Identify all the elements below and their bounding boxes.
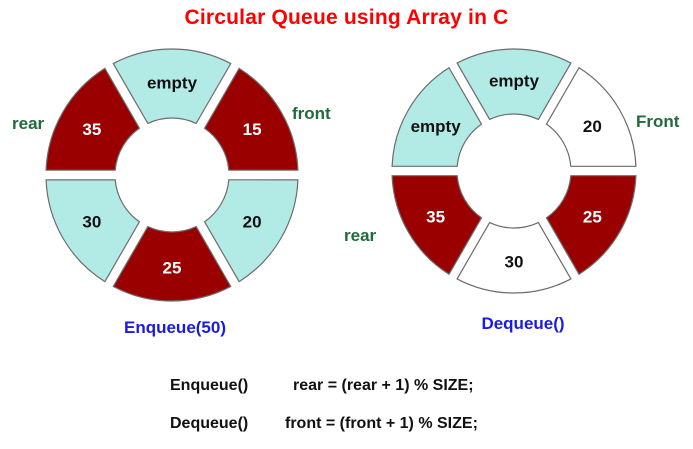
left-queue-slot-3: [112, 225, 232, 302]
left-queue-slot-1-value: 15: [243, 120, 262, 139]
enqueue-formula-op: Enqueue(): [170, 377, 249, 394]
left-queue-slot-0-value: empty: [147, 74, 198, 93]
left-queue-slot-3-value: 25: [163, 259, 182, 278]
right-queue-slot-3: [456, 221, 572, 294]
right-queue-slot-4-value: 35: [426, 207, 445, 226]
left-rear-pointer-label: rear: [12, 114, 45, 133]
right-queue-slot-0-value: empty: [489, 72, 540, 91]
enqueue-operation-caption: Enqueue(50): [124, 318, 226, 337]
left-queue-slot-4: [45, 179, 141, 283]
page-title: Circular Queue using Array in C: [184, 6, 509, 29]
dequeue-operation-caption: Dequeue(): [481, 314, 564, 333]
right-rear-pointer-label: rear: [344, 226, 377, 245]
right-queue-slot-0: [456, 48, 572, 121]
left-front-pointer-label: front: [292, 104, 331, 123]
right-queue-slot-4: [391, 175, 483, 276]
left-queue-slot-4-value: 30: [82, 212, 101, 231]
right-queue-slot-5-value: empty: [411, 117, 462, 136]
left-queue-ring: empty 15 20 25 30 35: [45, 48, 299, 302]
right-queue-ring: empty 20 25 30 35 empty: [391, 48, 637, 294]
left-queue-slot-2-value: 20: [243, 212, 262, 231]
right-queue-slot-2-value: 25: [583, 207, 602, 226]
left-queue-slot-1: [203, 67, 299, 171]
dequeue-formula-expr: front = (front + 1) % SIZE;: [285, 415, 478, 432]
right-queue-slot-1-value: 20: [583, 117, 602, 136]
right-queue-slot-5: [391, 66, 483, 167]
enqueue-formula-expr: rear = (rear + 1) % SIZE;: [293, 377, 474, 394]
left-queue-slot-5: [45, 67, 141, 171]
right-queue-slot-3-value: 30: [505, 253, 524, 272]
right-queue-slot-1: [545, 66, 637, 167]
dequeue-formula-op: Dequeue(): [170, 415, 249, 432]
right-front-pointer-label: Front: [636, 112, 680, 131]
left-queue-slot-2: [203, 179, 299, 283]
left-queue-slot-5-value: 35: [82, 120, 101, 139]
left-queue-slot-0: [112, 48, 232, 125]
right-queue-slot-2: [545, 175, 637, 276]
